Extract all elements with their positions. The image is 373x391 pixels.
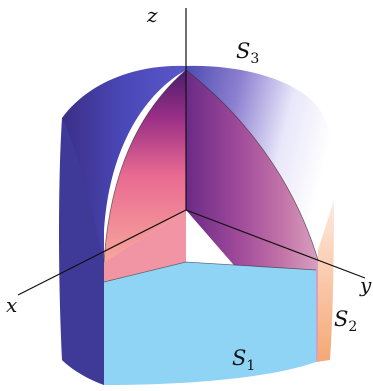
surface-label-s1: S1: [232, 346, 255, 374]
s2-letter: S: [334, 307, 348, 331]
x-axis-label: x: [6, 293, 17, 317]
z-axis-label: z: [146, 3, 158, 27]
y-axis: [185, 209, 366, 279]
dome-surface-s3: [186, 65, 336, 250]
bottom-face-notch: [104, 262, 198, 320]
s3-letter: S: [236, 39, 250, 63]
edge-lines: [103, 69, 319, 283]
outer-wall-front: [59, 118, 104, 385]
surface-label-s3: S3: [236, 39, 259, 67]
axes: [17, 8, 366, 296]
inner-cut-face: [104, 70, 186, 262]
s1-letter: S: [232, 346, 246, 370]
inner-lower-face: [104, 210, 186, 282]
s2-index: 2: [348, 319, 357, 335]
y-axis-label: y: [359, 273, 372, 297]
outer-rim-s2: [316, 200, 334, 362]
bottom-face-notch-right: [198, 280, 316, 320]
surface-label-s2: S2: [334, 307, 357, 335]
s1-index: 1: [246, 358, 255, 374]
x-axis: [17, 209, 187, 296]
s3-index: 3: [250, 51, 259, 67]
